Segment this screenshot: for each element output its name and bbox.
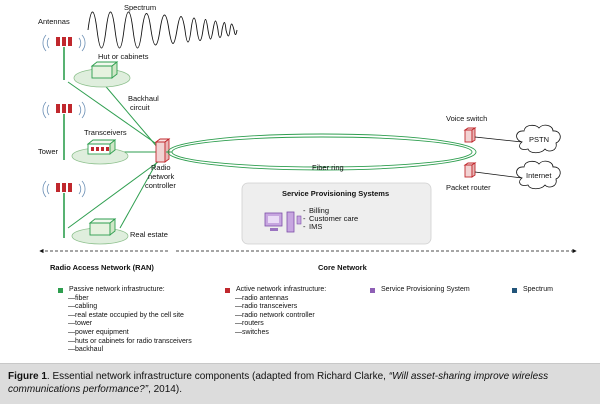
legend-entry-head: Active network infrastructure: [225, 286, 326, 295]
antenna-icon [56, 37, 60, 46]
legend-entry: Active network infrastructure: radio ante… [225, 286, 326, 338]
packet-router-label: Packet router [446, 183, 491, 192]
antenna-icon [68, 104, 72, 113]
transceivers-label: Transceivers [84, 128, 127, 137]
hut-icon [90, 61, 119, 79]
cell-site-3 [42, 180, 129, 245]
legend-entry: Passive network infrastructure: fibercabl… [58, 286, 192, 355]
legend-swatch-icon [58, 287, 63, 293]
cell-site-1 [42, 34, 131, 88]
legend-item: backhaul [68, 346, 192, 355]
figure-caption: Figure 1. Essential network infrastructu… [0, 363, 600, 404]
voice-switch-icon [463, 127, 477, 143]
rnc-icon [154, 138, 171, 163]
legend-item: huts or cabinets for radio transceivers [68, 338, 192, 347]
computer-icon [264, 211, 302, 233]
ran-label: Radio Access Network (RAN) [50, 263, 154, 272]
legend-item: radio antennas [235, 295, 326, 304]
caption-label: Figure 1 [8, 371, 47, 382]
real-estate-label: Real estate [130, 230, 168, 239]
legend-entry: Service Provisioning System [370, 286, 470, 295]
legend-item-list: radio antennasradio transceiversradio ne… [225, 295, 326, 338]
legend-entry-head: Passive network infrastructure: [58, 286, 192, 295]
rnc-label-1: Radio [151, 163, 171, 172]
backhaul-label-2: circuit [130, 103, 151, 112]
sps-item-bullet: - [303, 222, 306, 231]
antenna-icon [68, 37, 72, 46]
legend-item: routers [235, 320, 326, 329]
fiber-ring-label: Fiber ring [312, 163, 344, 172]
caption-quote: “Will asset-sharing improve wireless com… [8, 371, 549, 395]
caption-text-1: . Essential network infrastructure compo… [46, 371, 389, 382]
sps-items: -Billing-Customer care-IMS [303, 206, 358, 231]
backhaul-label-1: Backhaul [128, 94, 159, 103]
network-diagram: Antennas Spectrum Hut or cabinets Backha… [38, 3, 577, 272]
legend-title: Active network infrastructure: [236, 286, 327, 293]
legend-item: real estate occupied by the cell site [68, 312, 192, 321]
sps-title: Service Provisioning Systems [282, 189, 389, 198]
antenna-icon [62, 183, 66, 192]
spectrum-label: Spectrum [124, 3, 156, 12]
spectrum-wave [87, 11, 238, 49]
packet-router-icon [463, 162, 477, 178]
hut-icon [88, 218, 117, 236]
rnc-label-2: network [148, 172, 175, 181]
cell-site-2 [42, 101, 129, 165]
internet-cloud-icon [516, 160, 561, 190]
caption-text-2: , 2014). [148, 384, 182, 395]
legend-entry: Spectrum [512, 286, 553, 295]
legend-title: Spectrum [523, 286, 553, 293]
antennas-label: Antennas [38, 17, 70, 26]
legend-title: Passive network infrastructure: [69, 286, 165, 293]
sps-item: Billing [309, 206, 329, 215]
transceiver-icon [86, 139, 117, 155]
legend-swatch-icon [370, 287, 375, 293]
legend-entry-head: Service Provisioning System [370, 286, 470, 295]
legend-item-list: fibercablingreal estate occupied by the … [58, 295, 192, 355]
pstn-label: PSTN [529, 135, 549, 144]
legend-swatch-icon [512, 287, 517, 293]
fiber-ring [166, 133, 477, 171]
legend-title: Service Provisioning System [381, 286, 470, 293]
backhaul-links [67, 81, 159, 229]
internet-label: Internet [526, 171, 552, 180]
antenna-icon [56, 104, 60, 113]
antenna-icon [56, 183, 60, 192]
legend-item: cabling [68, 303, 192, 312]
sps-item: Customer care [309, 214, 358, 223]
legend-item: radio network controller [235, 312, 326, 321]
voice-switch-label: Voice switch [446, 114, 487, 123]
pstn-cloud-icon [516, 124, 561, 154]
legend-item: switches [235, 329, 326, 338]
legend-swatch-icon [225, 287, 230, 293]
legend-item: tower [68, 320, 192, 329]
core-label: Core Network [318, 263, 368, 272]
sps-item-bullet: - [303, 206, 306, 215]
sps-item-bullet: - [303, 214, 306, 223]
legend-item: fiber [68, 295, 192, 304]
antenna-icon [62, 104, 66, 113]
tower-label: Tower [38, 147, 59, 156]
antenna-icon [62, 37, 66, 46]
legend-item: radio transceivers [235, 303, 326, 312]
sps-item: IMS [309, 222, 322, 231]
legend-entry-head: Spectrum [512, 286, 553, 295]
hut-label: Hut or cabinets [98, 52, 149, 61]
rnc-label-3: controller [145, 181, 176, 190]
legend-item: power equipment [68, 329, 192, 338]
antenna-icon [68, 183, 72, 192]
